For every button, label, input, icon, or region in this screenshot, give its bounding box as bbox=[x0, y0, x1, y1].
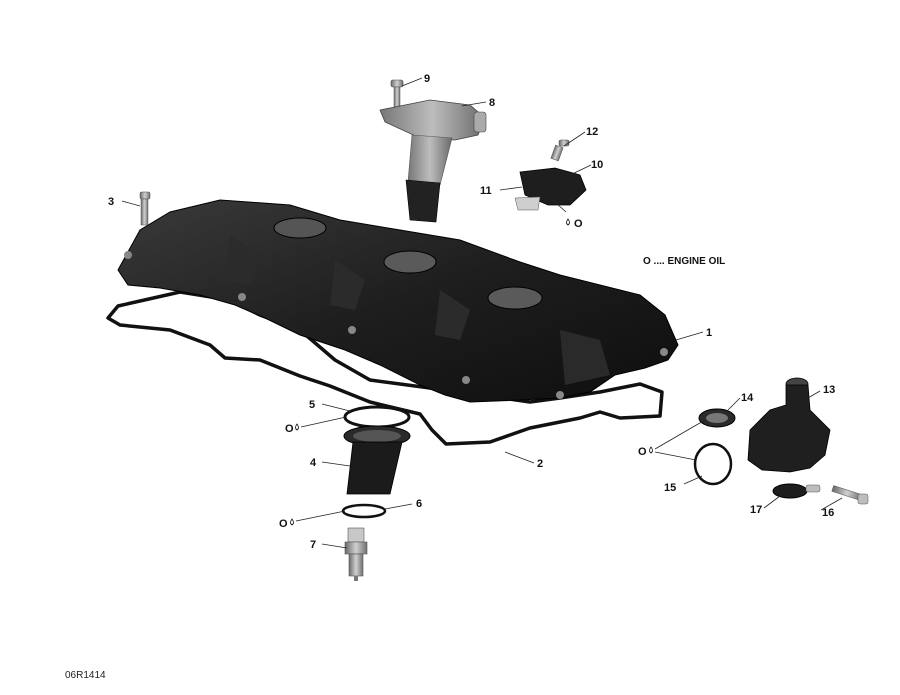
callout-part-10: 10 bbox=[591, 159, 603, 171]
oil-drop-icon bbox=[566, 218, 570, 226]
part-callouts: 9 8 3 12 10 11 1 2 5 4 6 7 14 13 15 17 1… bbox=[108, 73, 835, 551]
callout-part-16: 16 bbox=[822, 507, 834, 519]
callout-part-4: 4 bbox=[310, 457, 317, 469]
o-ring-part-6 bbox=[341, 503, 387, 519]
sensor-part-10-11 bbox=[514, 167, 587, 211]
oil-marker: O bbox=[279, 518, 288, 530]
callout-part-15: 15 bbox=[664, 482, 676, 494]
callout-part-3: 3 bbox=[108, 196, 114, 208]
oil-drop-icon bbox=[649, 446, 653, 454]
housing-part-13 bbox=[747, 377, 831, 473]
coil-bolt-part-9 bbox=[390, 79, 404, 108]
seal-part-14 bbox=[698, 408, 736, 428]
oil-drop-icon bbox=[295, 423, 299, 431]
leader-lines bbox=[121, 77, 843, 549]
callout-part-13: 13 bbox=[823, 384, 835, 396]
ignition-coil-part-8 bbox=[379, 99, 487, 223]
callout-part-14: 14 bbox=[741, 392, 754, 404]
spark-plug-part-7 bbox=[344, 527, 368, 581]
callout-part-5: 5 bbox=[309, 399, 315, 411]
sensor-bolt-part-12 bbox=[550, 139, 570, 162]
gasket-part-2 bbox=[106, 290, 664, 446]
engine-oil-legend: O .... ENGINE OIL bbox=[643, 256, 725, 267]
oil-markers: O O O O bbox=[279, 218, 647, 530]
callout-part-1: 1 bbox=[706, 327, 712, 339]
callout-part-7: 7 bbox=[310, 539, 316, 551]
o-ring-part-5 bbox=[343, 405, 411, 429]
callout-part-6: 6 bbox=[416, 498, 422, 510]
callout-part-9: 9 bbox=[424, 73, 430, 85]
callout-part-17: 17 bbox=[750, 504, 762, 516]
valve-cover-part-1 bbox=[117, 199, 679, 403]
oil-marker: O bbox=[638, 446, 647, 458]
callout-part-2: 2 bbox=[537, 458, 543, 470]
callout-part-11: 11 bbox=[480, 185, 492, 197]
reference-code: 06R1414 bbox=[65, 670, 106, 681]
oil-marker: O bbox=[285, 423, 294, 435]
callout-part-12: 12 bbox=[586, 126, 598, 138]
oil-drop-icon bbox=[290, 518, 294, 526]
callout-part-8: 8 bbox=[489, 97, 495, 109]
cover-bolt-part-3 bbox=[139, 191, 151, 226]
oil-drop-icons bbox=[290, 218, 653, 526]
bolt-part-16 bbox=[831, 485, 869, 505]
clamp-part-17 bbox=[772, 483, 821, 499]
o-ring-part-15 bbox=[693, 442, 733, 486]
spark-plug-tube-part-4 bbox=[343, 425, 411, 495]
oil-marker: O bbox=[574, 218, 583, 230]
